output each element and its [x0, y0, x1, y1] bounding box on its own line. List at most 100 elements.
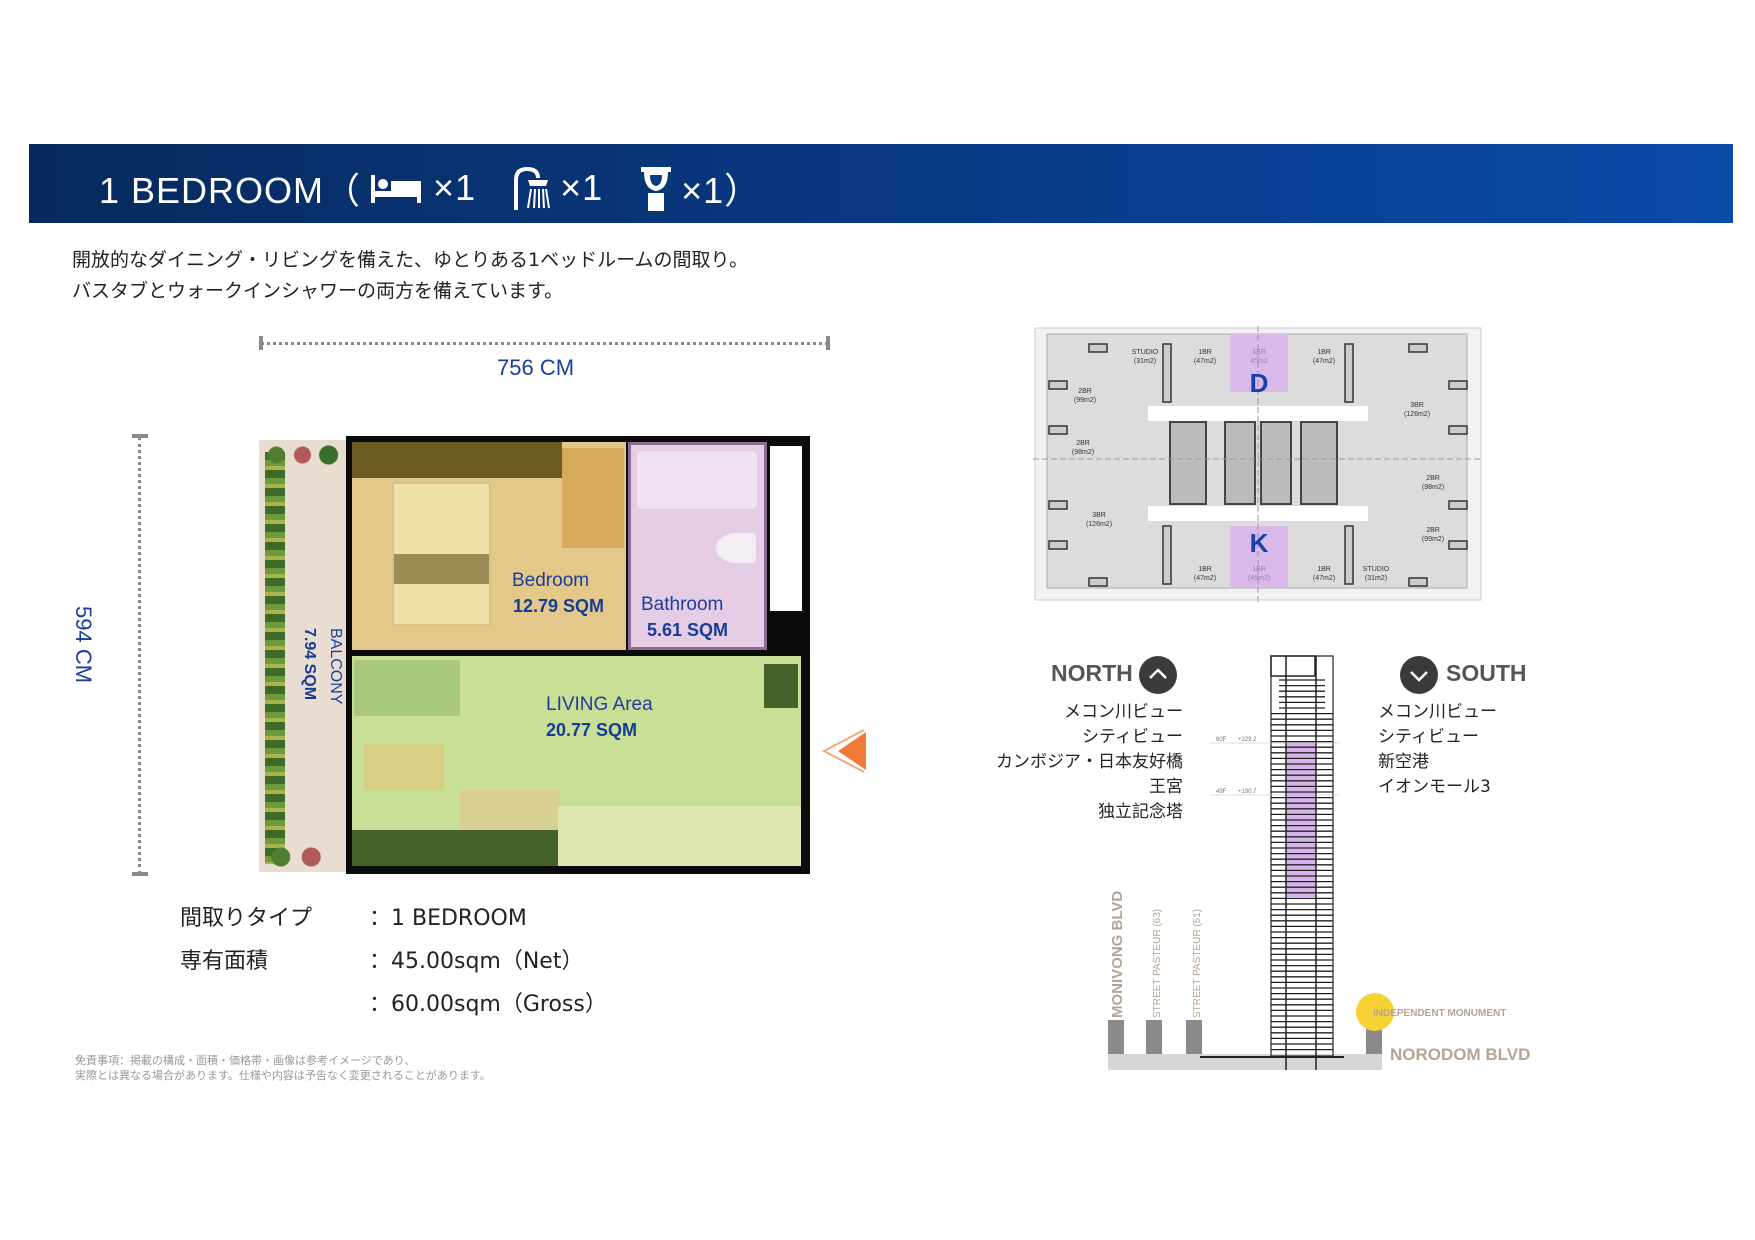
- tower-elevation: 60F +229.2 49F +190.7 MONIVONG BLVD STRE…: [1108, 655, 1530, 1070]
- level-49f: 49F: [1216, 789, 1227, 795]
- unit-marker-d: D: [1250, 368, 1269, 398]
- level-49f-height: +190.7: [1238, 789, 1257, 795]
- unit-area: (126m2): [1086, 521, 1112, 528]
- level-60f-height: +229.2: [1238, 737, 1257, 743]
- plants-icon: [259, 440, 346, 470]
- unit-label: 2BR: [1078, 388, 1092, 395]
- unit-label: 3BR: [1092, 512, 1106, 519]
- desk: [562, 448, 624, 548]
- unit-label: 2BR: [1426, 527, 1440, 534]
- disclaimer-line-2: 実際とは異なる場合があります。仕様や内容は予告なく変更されることがあります。: [75, 1069, 491, 1082]
- unit-area: (47m2): [1313, 575, 1335, 582]
- disclaimer-line-1: 免責事項：掲載の構成・面積・価格帯・画像は参考イメージであり、: [75, 1054, 416, 1067]
- spec-value-gross: ：60.00sqm（Gross）: [369, 992, 607, 1017]
- spec-label-area: 専有面積: [180, 949, 269, 974]
- unit-area: (45m2): [1248, 575, 1270, 582]
- balcony-area: 7.94 SQM: [301, 628, 318, 701]
- unit-marker-k: K: [1250, 528, 1269, 558]
- height-label: 594 CM: [71, 606, 96, 684]
- unit-area: (47m2): [1194, 358, 1216, 365]
- north-view-item: シティビュー: [1082, 727, 1183, 747]
- cabinet: [352, 830, 558, 866]
- sofa-icon: [354, 660, 460, 716]
- unit-label: 1BR: [1198, 349, 1212, 356]
- independent-monument-label: INDEPENDENT MONUMENT: [1373, 1008, 1506, 1019]
- unit-label: 1BR: [1317, 349, 1331, 356]
- header-banner: 1 BEDROOM（ ×1 ×1 ×1）: [29, 144, 1733, 223]
- north-view-item: 王宮: [1149, 777, 1183, 797]
- unit-area: (126m2): [1404, 411, 1430, 418]
- living-area: [352, 656, 801, 866]
- dimension-cap: [259, 336, 263, 350]
- toilet-count: ×1）: [681, 170, 762, 211]
- south-views: メコン川ビュー シティビュー 新空港 イオンモール3: [1378, 700, 1497, 800]
- spec-label-type: 間取りタイプ: [180, 906, 313, 931]
- south-view-item: メコン川ビュー: [1378, 702, 1497, 722]
- level-60f: 60F: [1216, 737, 1227, 743]
- dimension-cap: [826, 336, 830, 350]
- planter: [265, 452, 285, 864]
- unit-label: 1BR: [1198, 566, 1212, 573]
- bedroom: [352, 442, 626, 650]
- unit-area: (98m2): [1072, 449, 1094, 456]
- unit-label: 1BR: [1252, 566, 1266, 573]
- south-label: SOUTH: [1446, 660, 1527, 686]
- spec-value-net: ：45.00sqm（Net）: [369, 949, 584, 974]
- unit-label: 3BR: [1410, 402, 1424, 409]
- street-pasteur-51: STREET PASTEUR (51): [1192, 909, 1203, 1018]
- unit-label: 1BR: [1317, 566, 1331, 573]
- bed-blanket: [394, 554, 489, 584]
- norodom-blvd-label: NORODOM BLVD: [1390, 1045, 1530, 1064]
- south-view-item: 新空港: [1378, 752, 1429, 772]
- unit-area: (98m2): [1422, 484, 1444, 491]
- unit-area: (47m2): [1194, 575, 1216, 582]
- width-dimension-line: [261, 342, 828, 345]
- unit-area: (99m2): [1074, 397, 1096, 404]
- spec-value-type: ：1 BEDROOM: [369, 906, 527, 931]
- unit-label: 2BR: [1426, 475, 1440, 482]
- bathtub-icon: [637, 451, 757, 509]
- rug: [364, 744, 444, 790]
- description-line-2: バスタブとウォークインシャワーの両方を備えています。: [72, 280, 564, 302]
- unit-label: STUDIO: [1363, 566, 1390, 573]
- bedroom-label: Bedroom: [512, 570, 590, 591]
- balcony: [259, 440, 346, 872]
- living-label: LIVING Area: [546, 694, 653, 715]
- bathroom: [628, 442, 767, 650]
- toilet-icon: [639, 165, 673, 211]
- bedroom-area: 12.79 SQM: [513, 596, 605, 616]
- toilet-icon: [716, 533, 756, 563]
- width-label: 756 CM: [497, 355, 575, 380]
- shower-icon: [512, 166, 552, 210]
- south-view-item: イオンモール3: [1378, 777, 1491, 797]
- bath-count: ×1: [560, 167, 604, 208]
- bathroom-label: Bathroom: [641, 594, 724, 615]
- entrance-arrow-icon: [821, 729, 866, 773]
- north-label: NORTH: [1051, 660, 1133, 686]
- height-dimension-line: [138, 437, 141, 874]
- unit-type-title: 1 BEDROOM（ ×1 ×1 ×1）: [99, 162, 761, 214]
- wardrobe: [352, 442, 562, 478]
- shower-area: [770, 446, 802, 611]
- north-view-item: カンボジア・日本友好橋: [996, 752, 1183, 772]
- kitchen-counter: [558, 806, 801, 866]
- north-view-item: 独立記念塔: [1098, 802, 1183, 822]
- balcony-label: BALCONY: [327, 628, 344, 705]
- dimension-cap: [132, 434, 148, 438]
- unit-area: (31m2): [1365, 575, 1387, 582]
- unit-area: (99m2): [1422, 536, 1444, 543]
- title-text: 1 BEDROOM（: [99, 170, 362, 211]
- bed-icon: [369, 171, 425, 205]
- bed-count: ×1: [433, 167, 477, 208]
- street-monivong: MONIVONG BLVD: [1109, 891, 1126, 1018]
- north-view-item: メコン川ビュー: [1064, 702, 1183, 722]
- chevron-up-icon: [1139, 656, 1177, 694]
- bed-icon: [392, 482, 491, 626]
- unit-label: STUDIO: [1132, 349, 1159, 356]
- unit-area: 45m2: [1250, 358, 1268, 365]
- plants-icon: [259, 842, 346, 872]
- unit-area: (47m2): [1313, 358, 1335, 365]
- description-line-1: 開放的なダイニング・リビングを備えた、ゆとりある1ベッドルームの間取り。: [72, 249, 749, 271]
- unit-area: (31m2): [1134, 358, 1156, 365]
- unit-label: 1BR: [1252, 349, 1266, 356]
